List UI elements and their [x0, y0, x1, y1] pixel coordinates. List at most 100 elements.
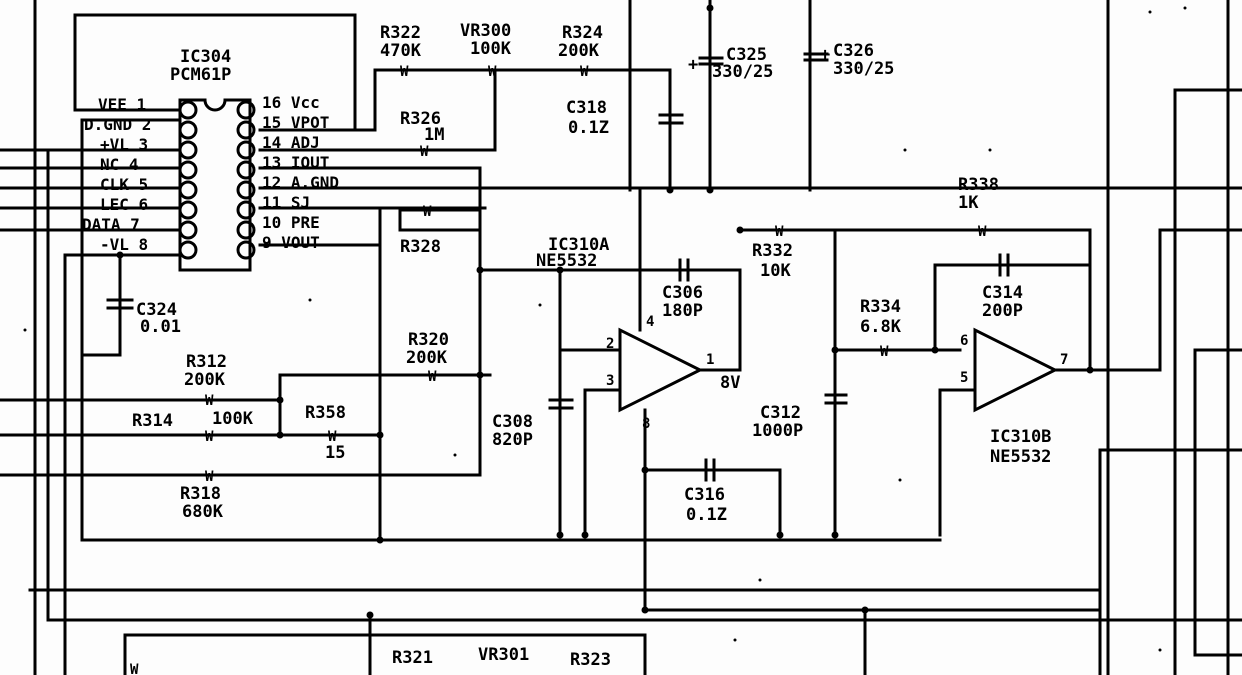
r321-ref: R321: [392, 648, 433, 668]
r332-value: 10K: [760, 261, 791, 281]
ic304-ref: IC304: [180, 47, 231, 67]
c318-ref: C318: [566, 98, 607, 118]
ic304-part: PCM61P: [170, 65, 231, 85]
pin-label-sj: 11 SJ: [262, 193, 310, 212]
resistor-symbol-bottom: W: [130, 662, 139, 675]
ic310a-part: NE5532: [536, 251, 597, 271]
c324-ref: C324: [136, 300, 177, 320]
r320-value: 200K: [406, 348, 448, 368]
ic310a-supply-label: 8V: [720, 373, 740, 393]
opamp-ic310b-symbol: [973, 327, 1059, 413]
r314-value: 100K: [212, 409, 254, 429]
resistor-symbol-r358: W: [328, 429, 337, 445]
r334-ref: R334: [860, 297, 901, 317]
c325-value: 330/25: [712, 62, 773, 82]
scan-noise: [23, 6, 1187, 652]
ic310a-pin-2: 2: [606, 336, 614, 352]
ic310a-pin-3: 3: [606, 373, 614, 389]
c326-polarity-plus: +: [820, 45, 830, 65]
r358-ref: R358: [305, 403, 346, 423]
pin-label-pre: 10 PRE: [262, 213, 320, 232]
c314-ref: C314: [982, 283, 1023, 303]
c308-value: 820P: [492, 430, 533, 450]
capacitor-symbol-c318-top: [658, 113, 684, 125]
vr300-value: 100K: [470, 39, 512, 59]
c316-value: 0.1Z: [686, 505, 727, 525]
r312-ref: R312: [186, 352, 227, 372]
capacitor-symbol-c326: [803, 52, 829, 62]
resistor-symbol-r328: W: [423, 204, 432, 220]
resistor-symbol-vr300: W: [488, 64, 497, 80]
resistor-symbols: W W W W W W W W W W W W W W: [130, 64, 987, 675]
r326-value: 1M: [424, 125, 444, 145]
capacitor-labels: C325 330/25 C326 330/25 C318 0.1Z C324 0…: [136, 41, 1023, 525]
pin-label-clk: CLK 5: [100, 175, 148, 194]
capacitor-symbol-c325: [698, 56, 724, 66]
ic310a-pin-4: 4: [646, 314, 654, 330]
pin-label-vout: 9 VOUT: [262, 233, 320, 252]
r334-value: 6.8K: [860, 317, 902, 337]
r338-ref: R338: [958, 175, 999, 195]
opamp-ic310a-symbol: [618, 327, 704, 413]
c308-ref: C308: [492, 412, 533, 432]
capacitor-symbol-c306: [678, 258, 690, 282]
pin-label-iout: 13 IOUT: [262, 153, 329, 172]
capacitor-symbols: [106, 52, 1010, 482]
ic310a-pin-8: 8: [642, 416, 650, 432]
resistor-symbol-r338: W: [978, 224, 987, 240]
c312-value: 1000P: [752, 421, 803, 441]
pin-label-agnd: 12 A.GND: [262, 173, 339, 192]
c326-ref: C326: [833, 41, 874, 61]
pin-label-nc: NC 4: [100, 155, 139, 174]
c325-ref: C325: [726, 45, 767, 65]
ic310a-pin-1: 1: [706, 352, 714, 368]
resistor-symbol-r334: W: [880, 344, 889, 360]
pin-label-vpot: 15 VPOT: [262, 113, 329, 132]
ic310b-pin-5: 5: [960, 370, 968, 386]
resistor-symbol-r312: W: [205, 393, 214, 409]
vr300-ref: VR300: [460, 21, 511, 41]
ic304-right-pin-labels: 16 Vcc 15 VPOT 14 ADJ 13 IOUT 12 A.GND 1…: [262, 93, 339, 252]
pin-label-adj: 14 ADJ: [262, 133, 320, 152]
capacitor-symbol-c324: [106, 298, 134, 310]
ic310b-part: NE5532: [990, 447, 1051, 467]
resistor-symbol-r318: W: [205, 469, 214, 485]
capacitor-symbol-c316: [704, 458, 716, 482]
junction-dots: [116, 4, 1094, 619]
r318-value: 680K: [182, 502, 224, 522]
c326-value: 330/25: [833, 59, 894, 79]
bottom-partial-labels: R321 VR301 R323: [392, 645, 611, 670]
r338-value: 1K: [958, 193, 979, 213]
vr301-ref: VR301: [478, 645, 529, 665]
resistor-symbol-r322: W: [400, 64, 409, 80]
resistor-symbol-r326: W: [420, 144, 429, 160]
ic304-right-pin-circles: [236, 100, 256, 260]
c312-ref: C312: [760, 403, 801, 423]
r326-ref: R326: [400, 109, 441, 129]
r324-value: 200K: [558, 41, 600, 61]
r322-value: 470K: [380, 41, 422, 61]
r324-ref: R324: [562, 23, 603, 43]
resistor-labels: R322 470K VR300 100K R324 200K R326 1M R…: [132, 21, 999, 522]
pin-label-minus-vl: -VL 8: [100, 235, 148, 254]
pin-label-dgnd: D.GND 2: [84, 115, 151, 134]
r358-value: 15: [325, 443, 345, 463]
pin-label-vee: VEE 1: [98, 95, 146, 114]
r318-ref: R318: [180, 484, 221, 504]
resistor-symbol-r320: W: [428, 369, 437, 385]
ic310b-pin-7: 7: [1060, 352, 1068, 368]
c324-value: 0.01: [140, 317, 181, 337]
c325-polarity-plus: +: [688, 55, 698, 75]
resistor-symbol-r332: W: [775, 224, 784, 240]
r328-ref: R328: [400, 237, 441, 257]
c316-ref: C316: [684, 485, 725, 505]
c306-ref: C306: [662, 283, 703, 303]
ic304-left-pin-labels: VEE 1 D.GND 2 +VL 3 NC 4 CLK 5 LEC 6 DAT…: [82, 95, 151, 254]
pin-label-vcc: 16 Vcc: [262, 93, 320, 112]
r332-ref: R332: [752, 241, 793, 261]
pin-label-plus-vl: +VL 3: [100, 135, 148, 154]
ic310b-ref: IC310B: [990, 427, 1051, 447]
